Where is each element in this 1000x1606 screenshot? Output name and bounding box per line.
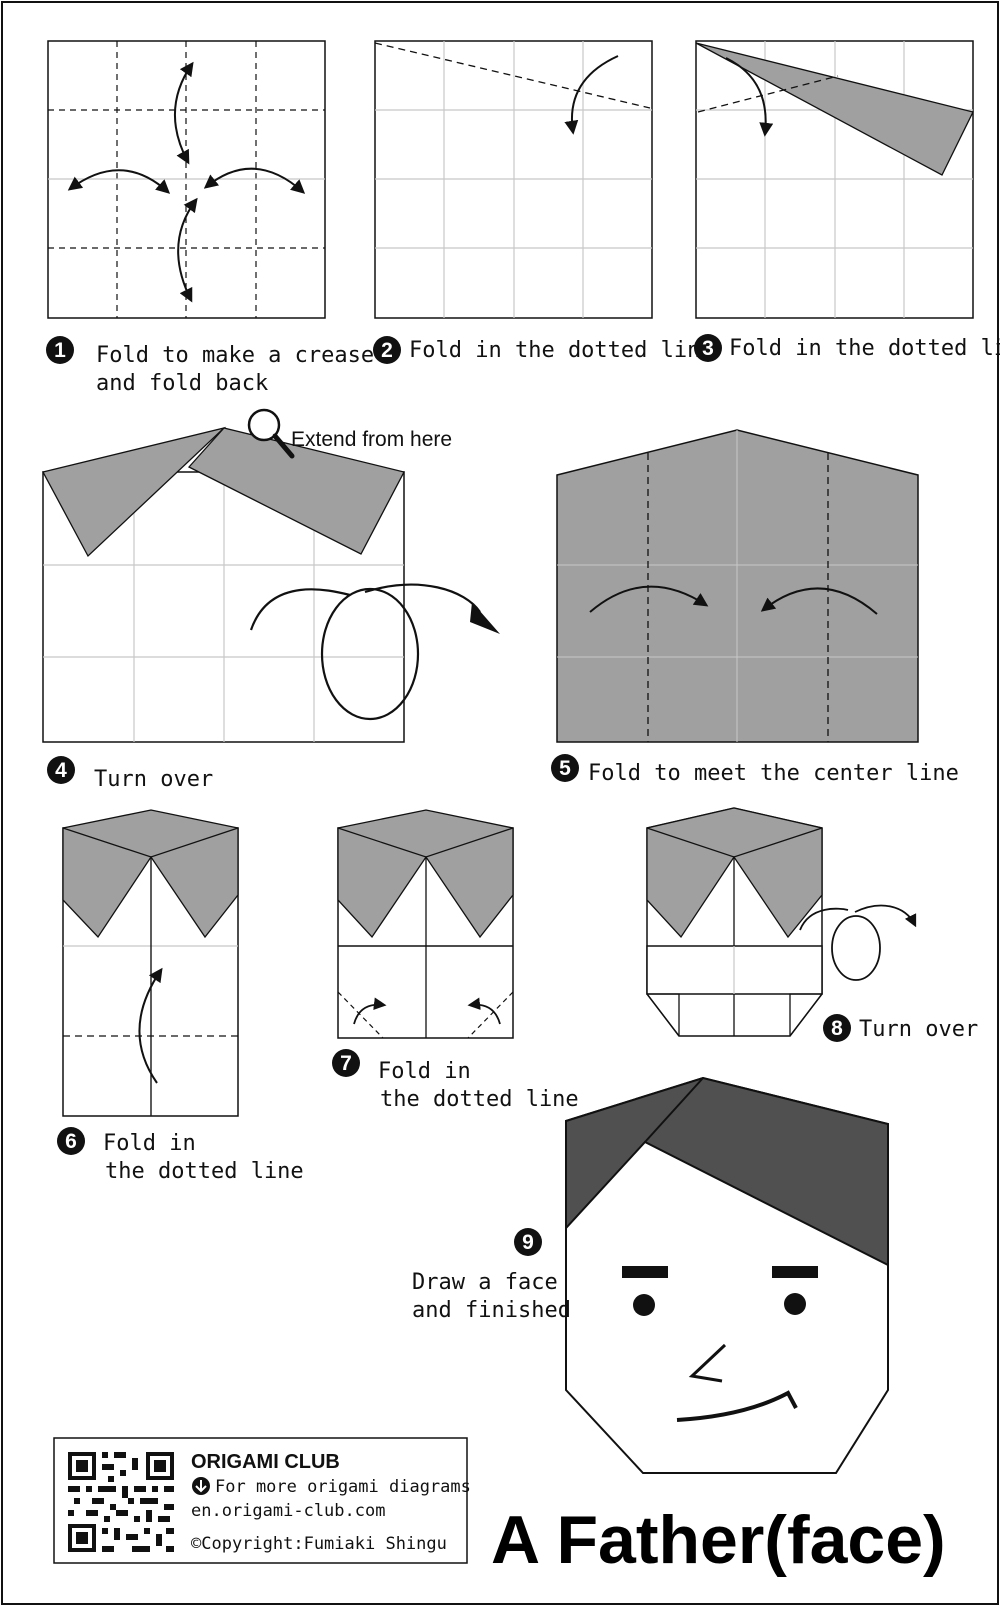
footer-more-text: For more origami diagrams bbox=[215, 1477, 471, 1497]
footer-box: ORIGAMI CLUB For more origami diagrams e… bbox=[53, 1437, 471, 1564]
step-5-text: Fold to meet the center line bbox=[588, 761, 959, 786]
left-eye bbox=[633, 1294, 655, 1316]
step-3-figure bbox=[695, 40, 974, 319]
step-1-label: 1 Fold to make a crease and fold back bbox=[46, 336, 374, 396]
turn-over-icon-small bbox=[799, 904, 917, 981]
step-4-callout: Extend from here bbox=[291, 428, 452, 451]
step-9-text-line-2: and finished bbox=[412, 1298, 571, 1323]
step-6-text-line-1: Fold in bbox=[103, 1131, 196, 1156]
step-8-text: Turn over bbox=[859, 1017, 978, 1042]
step-4-label: 4 Turn over bbox=[47, 756, 213, 792]
step-9-number: 9 bbox=[522, 1231, 534, 1254]
step-8-figure bbox=[646, 807, 917, 1037]
magnifier-icon bbox=[247, 408, 295, 459]
page-title: A Father(face) bbox=[491, 1502, 946, 1578]
step-1-text-line-1: Fold to make a crease bbox=[96, 343, 374, 368]
step-7-label: 7 Fold in the dotted line bbox=[332, 1049, 579, 1112]
step-4-figure: Extend from here bbox=[42, 408, 500, 743]
step-5-number: 5 bbox=[559, 757, 571, 780]
step-3-number: 3 bbox=[702, 337, 714, 360]
qr-code-icon bbox=[66, 1450, 176, 1554]
footer-url-link[interactable]: en.origami-club.com bbox=[191, 1501, 385, 1521]
nose bbox=[688, 1343, 727, 1383]
right-eye bbox=[784, 1293, 806, 1315]
step-2-text: Fold in the dotted line bbox=[409, 338, 714, 363]
step-9-text-line-1: Draw a face bbox=[412, 1270, 558, 1295]
step-8-number: 8 bbox=[831, 1017, 843, 1040]
download-arrow-icon bbox=[192, 1477, 210, 1495]
footer-brand: ORIGAMI CLUB bbox=[191, 1451, 340, 1473]
turn-over-arrowhead bbox=[470, 602, 500, 634]
step-6-text-line-2: the dotted line bbox=[105, 1159, 304, 1184]
step-1-figure bbox=[47, 40, 326, 319]
step-4-text: Turn over bbox=[94, 767, 213, 792]
step-4-number: 4 bbox=[55, 759, 67, 782]
step-5-label: 5 Fold to meet the center line bbox=[551, 754, 959, 786]
step-3-text: Fold in the dotted line bbox=[729, 336, 1000, 361]
step-7-number: 7 bbox=[340, 1052, 352, 1075]
step-7-text-line-1: Fold in bbox=[378, 1059, 471, 1084]
step-6-figure bbox=[62, 809, 239, 1117]
step-3-label: 3 Fold in the dotted line bbox=[694, 334, 1000, 362]
left-eyebrow bbox=[622, 1266, 668, 1278]
step-5-figure bbox=[556, 429, 919, 743]
footer-copyright: ©Copyright:Fumiaki Shingu bbox=[191, 1534, 447, 1554]
step-2-number: 2 bbox=[381, 339, 393, 362]
step-6-number: 6 bbox=[65, 1130, 77, 1153]
step-7-text-line-2: the dotted line bbox=[380, 1087, 579, 1112]
step-1-number: 1 bbox=[54, 339, 66, 362]
mouth bbox=[676, 1390, 798, 1422]
step-2-label: 2 Fold in the dotted line bbox=[373, 336, 714, 364]
step-8-label: 8 Turn over bbox=[823, 1014, 978, 1042]
finished-face bbox=[565, 1076, 889, 1474]
step-7-figure bbox=[337, 809, 514, 1039]
right-eyebrow bbox=[772, 1266, 818, 1278]
step-2-figure bbox=[374, 40, 653, 319]
step-6-label: 6 Fold in the dotted line bbox=[57, 1127, 304, 1184]
step-9-label: 9 Draw a face and finished bbox=[412, 1228, 571, 1323]
step-1-text-line-2: and fold back bbox=[96, 371, 268, 396]
